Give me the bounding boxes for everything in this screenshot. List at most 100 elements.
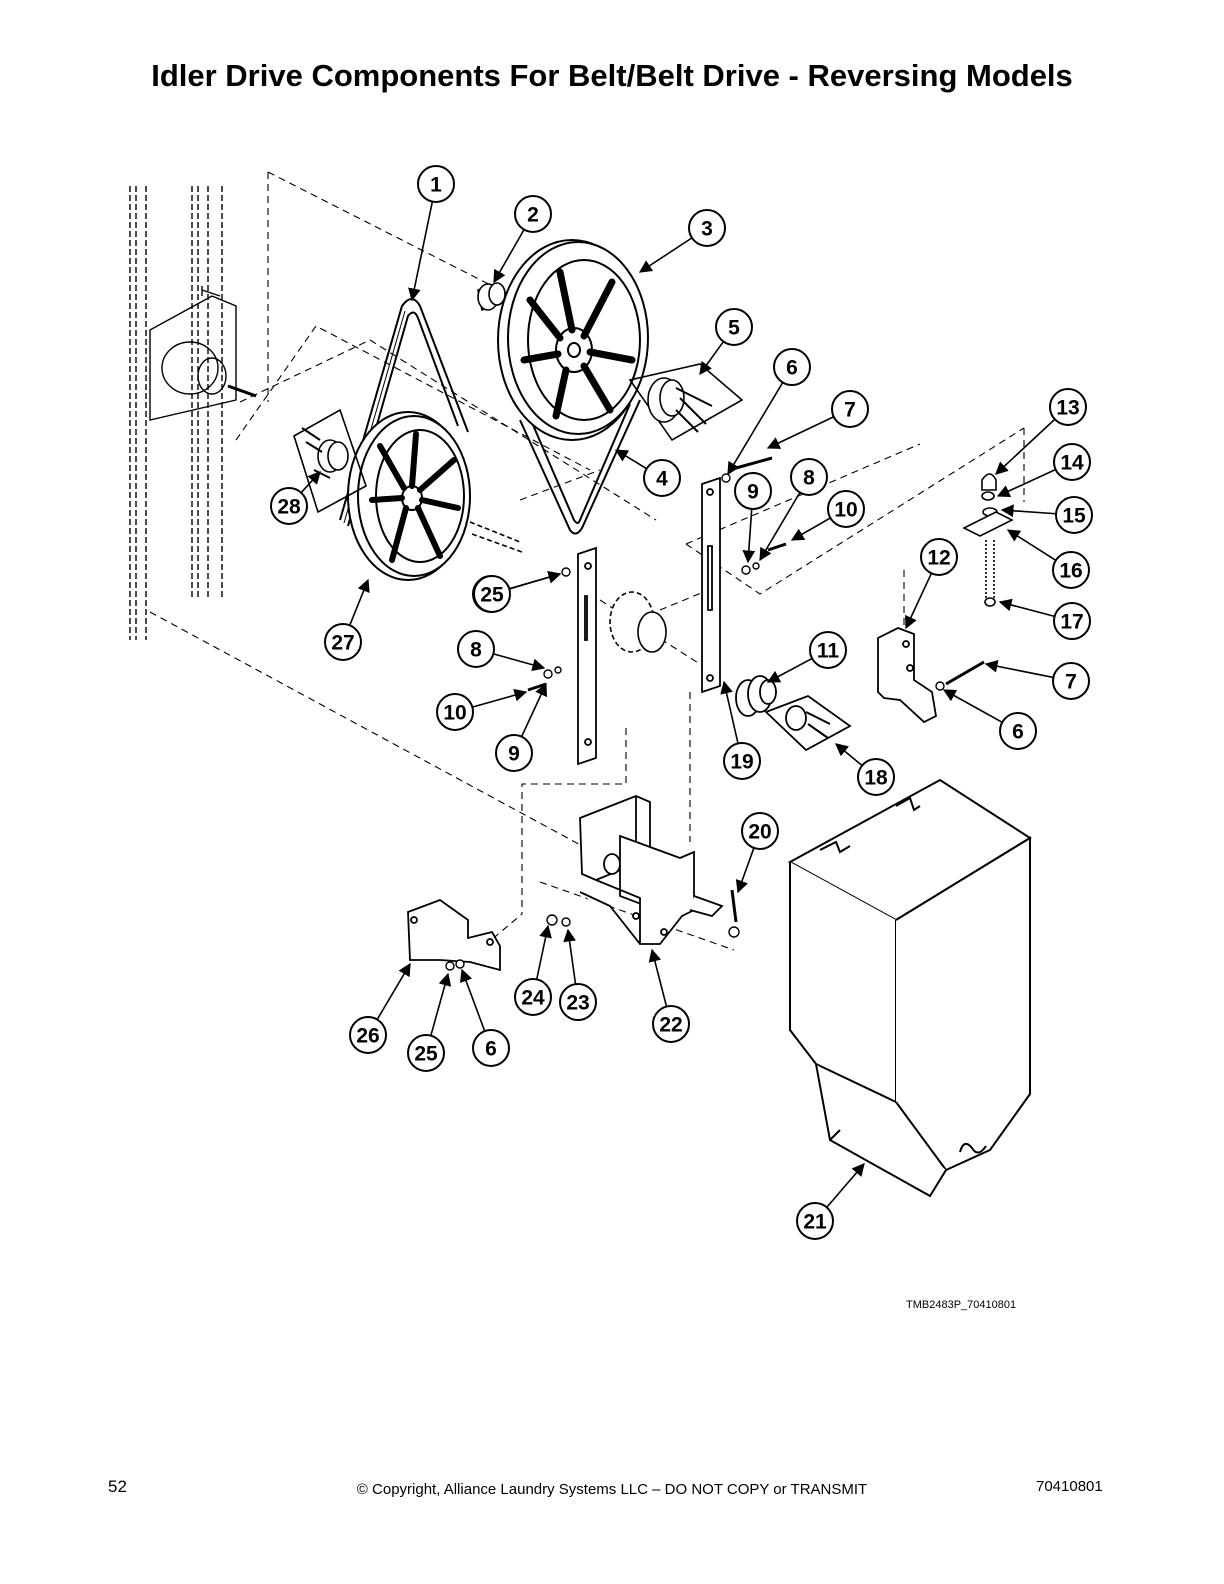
callout-circle [1055,496,1093,534]
callout-leader-13 [995,418,1056,475]
callout-leader-24 [535,924,552,980]
callout-number: 8 [470,639,482,662]
callout-9: 9 [495,734,533,772]
callout-leader-21 [826,1163,865,1208]
adjuster-assembly [962,473,1014,607]
page-title: Idler Drive Components For Belt/Belt Dri… [151,58,1073,93]
callout-27: 27 [324,623,362,661]
callout-25: 25 [473,575,511,613]
callout-circle [715,308,753,346]
small-hardware [445,456,985,971]
callout-8: 8 [790,458,828,496]
callout-number: 6 [786,357,798,380]
callout-leader-25 [509,571,562,590]
callout-number: 15 [1062,505,1086,528]
callout-leader-2 [493,229,525,284]
callout-number: 17 [1060,611,1083,634]
callout-circle [1053,602,1091,640]
callout-leader-28 [300,471,321,494]
callout-number: 7 [844,399,856,422]
callout-leader-19 [720,680,739,744]
callout-23: 23 [559,983,597,1021]
callout-1: 1 [417,165,455,203]
drive-pulley-3 [497,239,649,441]
callout-number: 12 [927,547,950,570]
callout-circle [790,458,828,496]
callout-9: 9 [734,472,772,510]
callout-19: 19 [723,742,761,780]
callout-number: 5 [728,317,740,340]
callout-6: 6 [773,348,811,386]
callout-21: 21 [796,1202,834,1240]
callout-circle [1053,443,1091,481]
callout-leader-1 [408,201,434,302]
callout-11: 11 [809,631,847,669]
callout-circle [831,390,869,428]
callout-number: 28 [277,496,301,519]
callout-number: 22 [659,1014,682,1037]
callout-leader-4 [614,449,648,470]
callout-14: 14 [1053,443,1091,481]
idler-pulley-27 [347,411,471,581]
callout-number: 18 [864,767,888,790]
callout-20: 20 [741,812,779,850]
document-number: 70410801 [1036,1478,1103,1495]
leader-lines [300,201,1057,1208]
callout-17: 17 [1053,602,1091,640]
callout-8: 8 [457,630,495,668]
callout-leader-11 [766,657,813,683]
callout-leader-7 [766,416,835,449]
callout-circle [559,983,597,1021]
callout-number: 9 [508,743,520,766]
callout-circle [1052,662,1090,700]
callout-6: 6 [999,712,1037,750]
callout-leader-17 [998,598,1055,618]
callout-6: 6 [472,1029,510,1067]
callout-number: 7 [1065,671,1077,694]
copyright-notice: © Copyright, Alliance Laundry Systems LL… [356,1481,868,1498]
callout-circle [796,1202,834,1240]
callout-7: 7 [831,390,869,428]
callout-circle [999,712,1037,750]
callout-leader-10 [472,688,528,708]
callout-circle [741,812,779,850]
callout-leader-22 [648,948,668,1007]
callout-leader-14 [996,468,1056,498]
callout-13: 13 [1049,388,1087,426]
callout-leader-12 [905,572,933,630]
callout-24: 24 [514,978,552,1016]
callout-number: 6 [1012,721,1024,744]
callout-number: 3 [701,218,713,241]
callout-leader-7 [984,659,1054,679]
callout-leader-9 [742,508,756,564]
callout-number: 19 [730,751,753,774]
callout-leader-3 [638,237,693,273]
callout-circle [652,1005,690,1043]
motor-bracket-22 [579,795,724,945]
callout-leader-8 [493,653,546,672]
figure-code: TMB2483P_70410801 [906,1299,1017,1311]
callout-leader-26 [376,962,411,1020]
callout-leader-20 [735,847,755,894]
callout-circle [472,1029,510,1067]
callout-circle [920,538,958,576]
page-number: 52 [108,1477,127,1496]
callout-circle [1052,551,1090,589]
belt-guard-cover-21 [787,778,1032,1198]
callout-22: 22 [652,1005,690,1043]
callout-15: 15 [1055,496,1093,534]
callout-10: 10 [827,490,865,528]
callout-circle [809,631,847,669]
callout-number: 16 [1059,560,1082,583]
callout-leader-6 [727,382,784,476]
callout-2: 2 [514,195,552,233]
callout-number: 14 [1060,452,1084,475]
callout-28: 28 [270,487,308,525]
callout-leader-23 [563,928,577,985]
callout-circle [723,742,761,780]
callout-leader-18 [835,743,863,767]
callout-26: 26 [349,1016,387,1054]
callout-number: 6 [485,1038,497,1061]
